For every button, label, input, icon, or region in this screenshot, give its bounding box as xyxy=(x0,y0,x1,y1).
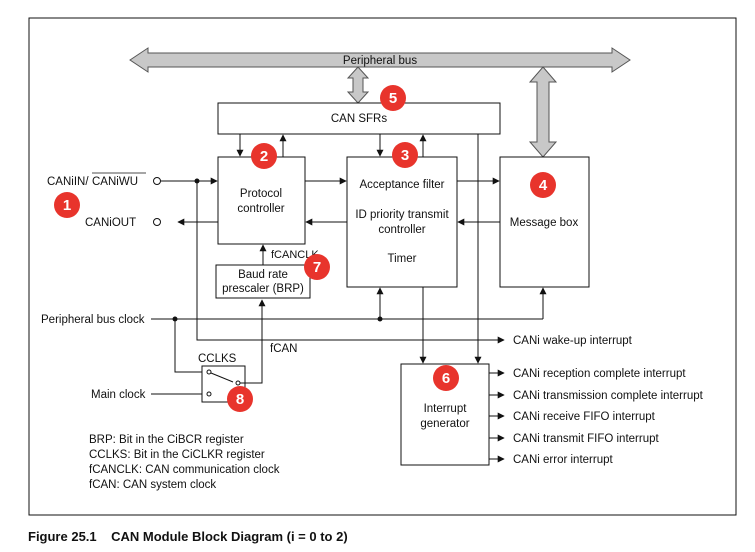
wakeup-interrupt-label: CANi wake-up interrupt xyxy=(513,335,633,347)
badge-4 xyxy=(530,172,556,198)
timer-label: Timer xyxy=(388,253,417,265)
interrupt-outputs: CANi reception complete interrupt CANi t… xyxy=(489,368,704,466)
caniout-pin xyxy=(153,218,161,226)
interrupt-label: CANi receive FIFO interrupt xyxy=(513,411,656,423)
peripheral-bus-label: Peripheral bus xyxy=(343,55,417,67)
badge-3-number: 3 xyxy=(401,147,409,164)
badge-1 xyxy=(54,192,80,218)
badges: 1 2 3 4 5 6 7 8 xyxy=(54,85,556,412)
badge-8-number: 8 xyxy=(236,391,244,408)
interrupt-label: CANi transmission complete interrupt xyxy=(513,390,704,402)
id-priority-label-1: ID priority transmit xyxy=(355,209,449,221)
note-line: CCLKS: Bit in the CiCLKR register xyxy=(89,449,265,461)
switch-contact xyxy=(235,380,241,386)
badge-1-number: 1 xyxy=(63,197,71,214)
bus-to-message-box-arrow xyxy=(528,66,558,158)
peripheral-bus-clock-label: Peripheral bus clock xyxy=(41,314,145,326)
peripheral-bus-arrow xyxy=(129,47,631,73)
baud-rate-label-1: Baud rate xyxy=(238,269,288,281)
switch-lever xyxy=(210,372,234,383)
badge-2-number: 2 xyxy=(260,148,268,165)
badge-6 xyxy=(433,365,459,391)
badge-5-number: 5 xyxy=(389,90,397,107)
protocol-controller-box xyxy=(217,156,306,245)
note-line: fCANCLK: CAN communication clock xyxy=(89,464,280,476)
fcanclk-label: fCANCLK xyxy=(271,249,319,261)
interrupt-label: CANi error interrupt xyxy=(513,454,613,466)
cclks-label: CCLKS xyxy=(198,353,237,365)
wire xyxy=(174,319,202,373)
interrupt-label: CANi reception complete interrupt xyxy=(513,368,686,380)
badge-3 xyxy=(392,142,418,168)
note-line: BRP: Bit in the CiBCR register xyxy=(89,434,244,446)
figure-frame xyxy=(28,17,737,516)
fcan-label: fCAN xyxy=(270,343,297,355)
wire xyxy=(240,299,266,384)
protocol-controller-label-2: controller xyxy=(237,203,284,215)
note-line: fCAN: CAN system clock xyxy=(89,479,216,491)
badge-7-number: 7 xyxy=(313,259,321,276)
baud-rate-label-2: prescaler (BRP) xyxy=(222,283,304,295)
legend-notes: BRP: Bit in the CiBCR register CCLKS: Bi… xyxy=(89,434,280,491)
interrupt-generator-label-1: Interrupt xyxy=(424,403,468,415)
caniwu-label: CANiWU xyxy=(92,176,138,188)
badge-2 xyxy=(251,143,277,169)
interrupt-generator-label-2: generator xyxy=(420,418,469,430)
main-clock-label: Main clock xyxy=(91,389,146,401)
badge-6-number: 6 xyxy=(442,370,450,387)
caniin-pin xyxy=(153,177,161,185)
filter-block-box xyxy=(346,156,458,288)
switch-contact xyxy=(206,391,212,397)
badge-5 xyxy=(380,85,406,111)
figure-caption: Figure 25.1 CAN Module Block Diagram (i … xyxy=(28,529,348,544)
acceptance-filter-label: Acceptance filter xyxy=(359,179,444,191)
message-box-label: Message box xyxy=(510,217,579,229)
switch-contact xyxy=(206,369,212,375)
id-priority-label-2: controller xyxy=(378,224,425,236)
badge-7 xyxy=(304,254,330,280)
can-sfrs-box xyxy=(217,102,501,135)
badge-8 xyxy=(227,386,253,412)
caniin-label: CANiIN/ xyxy=(47,176,89,188)
can-sfrs-label: CAN SFRs xyxy=(331,113,387,125)
interrupt-label: CANi transmit FIFO interrupt xyxy=(513,433,659,445)
protocol-controller-label-1: Protocol xyxy=(240,188,282,200)
caniout-label: CANiOUT xyxy=(85,217,136,229)
badge-4-number: 4 xyxy=(539,177,548,194)
wire xyxy=(196,181,505,344)
bus-to-sfr-arrow xyxy=(346,66,370,104)
